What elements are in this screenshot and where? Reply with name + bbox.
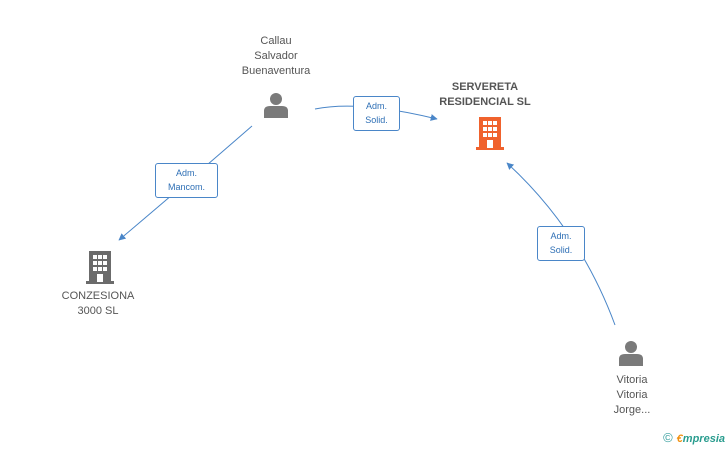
edge-label-callau-conzesiona[interactable]: Adm. Mancom. [155,163,218,198]
node-label-line: SERVERETA [451,81,519,93]
edge-label-line: Solid. [549,245,573,255]
node-servereta-label[interactable]: SERVERETA RESIDENCIAL SL [420,80,550,110]
node-label-line: CONZESIONA [61,290,135,302]
person-icon[interactable] [617,339,645,367]
edge-label-vitoria-servereta[interactable]: Adm. Solid. [537,226,585,261]
person-icon[interactable] [262,91,290,119]
node-label-line: Vitoria [616,389,648,401]
node-label-line: Salvador [254,50,298,62]
edge-label-line: Adm. [365,101,387,111]
node-label-line: Buenaventura [241,65,311,77]
node-conzesiona-label[interactable]: CONZESIONA 3000 SL [48,289,148,319]
edge-label-callau-servereta[interactable]: Adm. Solid. [353,96,400,131]
building-icon[interactable] [84,249,116,285]
brand-logo: €mpresia [677,433,725,445]
edge-label-line: Mancom. [167,182,205,192]
edge-label-line: Adm. [175,168,197,178]
copyright-icon: © [663,430,673,445]
node-label-line: 3000 SL [77,305,119,317]
node-label-line: RESIDENCIAL SL [439,96,531,108]
brand-logo-mark: € [676,433,683,445]
footer-brand[interactable]: ©€mpresia [663,430,725,445]
node-label-line: Vitoria [616,374,648,386]
edge-label-line: Solid. [365,115,388,125]
node-label-line: Callau [260,35,292,47]
building-icon-highlight[interactable] [474,115,506,151]
brand-logo-text: mpresia [682,433,725,445]
node-vitoria-label[interactable]: Vitoria Vitoria Jorge... [582,373,682,418]
node-label-line: Jorge... [613,404,651,416]
node-callau-label[interactable]: Callau Salvador Buenaventura [226,34,326,79]
edge-label-line: Adm. [550,231,572,241]
